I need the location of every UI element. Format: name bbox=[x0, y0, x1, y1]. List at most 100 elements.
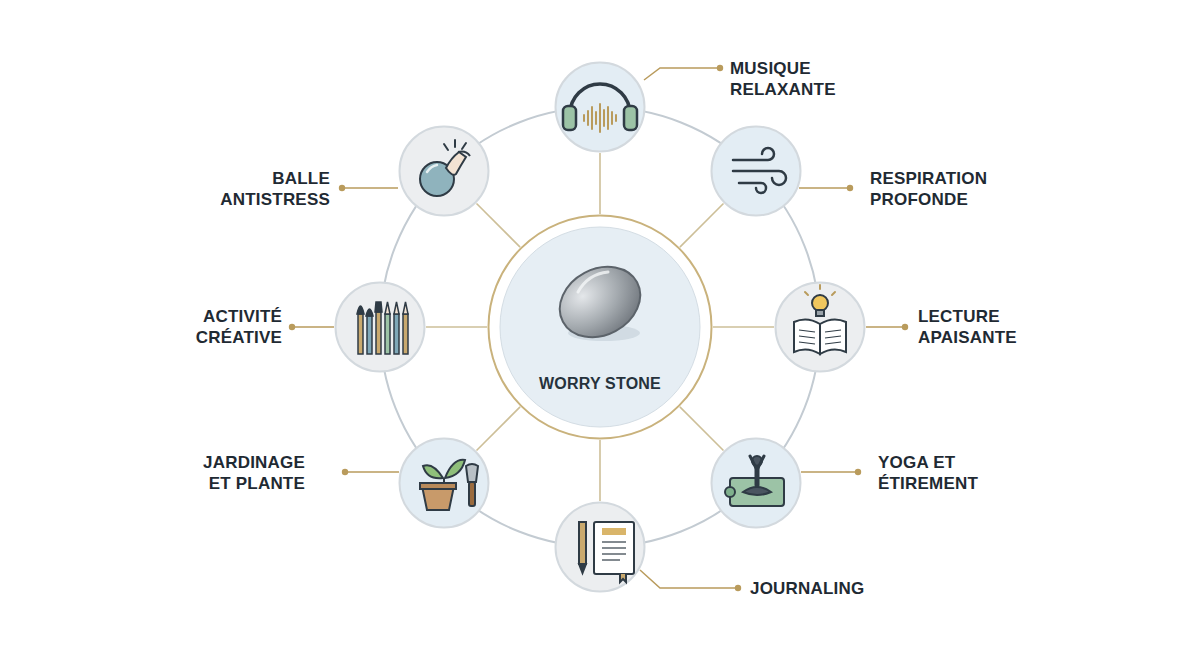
stress-ball-icon bbox=[420, 140, 470, 196]
activity-fill bbox=[712, 439, 801, 528]
activity-fill bbox=[336, 283, 425, 372]
art-supplies-icon-part bbox=[385, 314, 390, 354]
activity-fill bbox=[556, 63, 645, 152]
activity-fill bbox=[712, 127, 801, 216]
book-icon-part bbox=[799, 330, 841, 344]
activity-circle: MUSIQUE RELAXANTE bbox=[554, 61, 646, 153]
activity-outline bbox=[774, 281, 866, 373]
spoke-line bbox=[477, 204, 521, 248]
yoga-icon-part bbox=[725, 487, 735, 497]
journal-icon-part-part bbox=[602, 553, 626, 554]
art-supplies-icon-part bbox=[376, 312, 381, 354]
yoga-icon-part bbox=[730, 478, 784, 506]
activity-outline bbox=[710, 125, 802, 217]
leader-line-part bbox=[866, 326, 905, 328]
journal-icon-part bbox=[594, 522, 634, 574]
breath-icon-part bbox=[733, 148, 774, 160]
activity-outline bbox=[334, 281, 426, 373]
yoga-icon-part bbox=[752, 456, 762, 466]
book-icon-part bbox=[820, 319, 846, 354]
activity-fill bbox=[400, 127, 489, 216]
book-icon-part-part bbox=[825, 330, 841, 332]
activity-outline bbox=[554, 501, 646, 593]
book-icon-part bbox=[805, 285, 835, 295]
art-supplies-icon-part bbox=[394, 314, 399, 354]
leader-dot-part bbox=[289, 324, 295, 330]
plant-icon-part bbox=[423, 465, 443, 478]
leader-dot-part bbox=[342, 469, 348, 475]
stress-ball-icon-part-part bbox=[454, 140, 456, 147]
headphones-icon-part-part bbox=[611, 112, 613, 124]
activity-label: BALLE ANTISTRESS bbox=[205, 168, 330, 210]
activity-circle: LECTURE APAISANTE bbox=[774, 281, 866, 373]
headphones-icon-part-part bbox=[607, 107, 609, 129]
headphones-icon-part-part bbox=[583, 115, 585, 121]
book-icon-part bbox=[794, 319, 820, 354]
leader-line-part bbox=[801, 471, 858, 473]
headphones-icon-part-part bbox=[599, 104, 601, 132]
activity-outline bbox=[398, 437, 490, 529]
activity-label: JARDINAGE ET PLANTE bbox=[180, 452, 305, 494]
stress-ball-icon-part bbox=[458, 152, 470, 157]
book-icon-part-part bbox=[825, 336, 841, 338]
headphones-icon-part-part bbox=[587, 111, 589, 125]
hub-circle: WORRY STONE bbox=[487, 214, 713, 440]
stress-ball-icon-part-part bbox=[444, 144, 448, 150]
art-supplies-icon-part bbox=[375, 302, 382, 312]
book-icon-part-part bbox=[819, 285, 821, 289]
activity-circle: BALLE ANTISTRESS bbox=[398, 125, 490, 217]
plant-icon-part bbox=[422, 486, 454, 510]
activity-outline bbox=[710, 437, 802, 529]
breath-icon bbox=[733, 148, 786, 193]
book-icon-part-part bbox=[805, 292, 808, 295]
stress-ball-icon-part-part bbox=[462, 143, 466, 149]
spoke-line bbox=[477, 407, 521, 451]
spoke-line bbox=[426, 326, 487, 328]
headphones-icon-part bbox=[570, 84, 630, 114]
plant-icon bbox=[420, 460, 478, 510]
book-icon-part-part bbox=[799, 342, 815, 344]
leader-line-part bbox=[292, 326, 334, 328]
outer-ring bbox=[380, 107, 820, 547]
outer-ring-part bbox=[380, 107, 820, 547]
activity-label: LECTURE APAISANTE bbox=[918, 306, 1043, 348]
journal-icon-part bbox=[579, 564, 586, 573]
headphones-icon-part-part bbox=[603, 110, 605, 126]
leader-line-part bbox=[345, 471, 399, 473]
spoke-line bbox=[599, 153, 601, 214]
leader-dot-part bbox=[735, 585, 741, 591]
art-supplies-icon-part bbox=[385, 302, 390, 314]
yoga-icon-part bbox=[750, 456, 764, 470]
hub-outline bbox=[487, 214, 713, 440]
headphones-icon-part bbox=[584, 104, 616, 132]
activity-fill bbox=[400, 439, 489, 528]
book-icon bbox=[794, 285, 846, 354]
journal-icon-part-part bbox=[602, 541, 626, 542]
journal-icon-part-part bbox=[602, 559, 620, 560]
hub-label: WORRY STONE bbox=[487, 373, 713, 394]
stone-icon-part bbox=[578, 272, 608, 292]
headphones-icon-part bbox=[563, 106, 576, 130]
stress-ball-icon-part bbox=[427, 165, 437, 172]
leader-dot-part bbox=[339, 185, 345, 191]
plant-icon-part bbox=[443, 478, 445, 486]
leader-dot-part bbox=[717, 65, 723, 71]
activity-circle: JARDINAGE ET PLANTE bbox=[398, 437, 490, 529]
hub-fill bbox=[500, 227, 700, 427]
activity-label: JOURNALING bbox=[750, 578, 910, 599]
spoke-line bbox=[713, 326, 774, 328]
spoke-line bbox=[680, 204, 724, 248]
activity-circle: JOURNALING bbox=[554, 501, 646, 593]
journal-icon bbox=[579, 522, 634, 582]
art-supplies-icon bbox=[357, 302, 408, 354]
stone-icon-part bbox=[568, 325, 640, 341]
leader-dot-part bbox=[855, 469, 861, 475]
yoga-icon bbox=[725, 456, 784, 506]
yoga-icon-part bbox=[743, 487, 771, 495]
spoke-line bbox=[599, 440, 601, 501]
art-supplies-icon-part bbox=[358, 314, 363, 354]
activity-outline bbox=[554, 61, 646, 153]
leader-line-part bbox=[799, 187, 850, 189]
